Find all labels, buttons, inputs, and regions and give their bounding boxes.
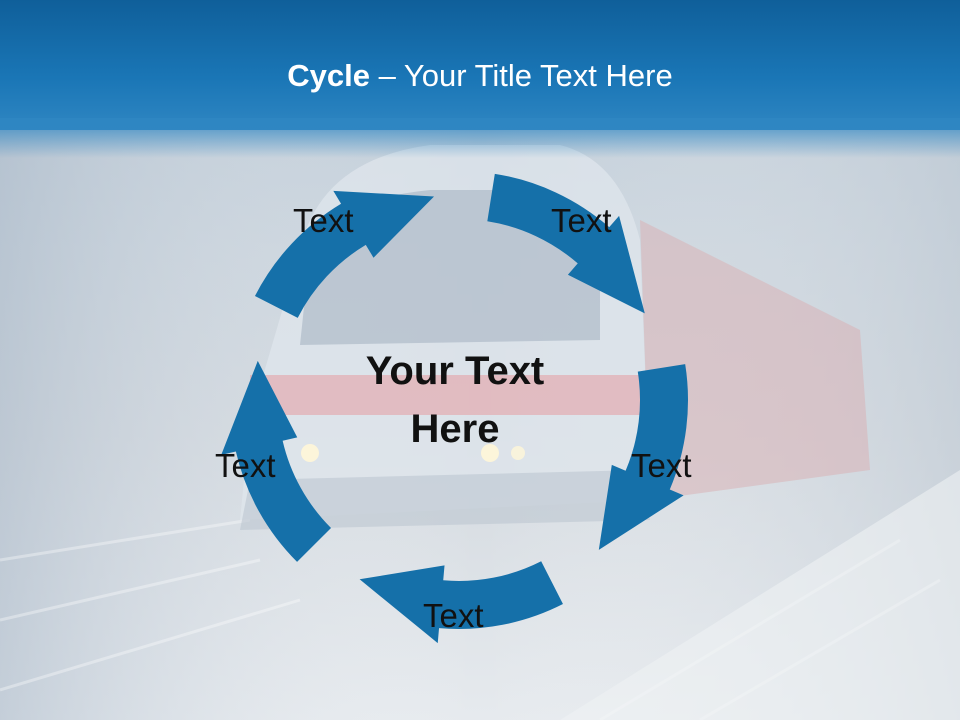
cycle-node-label: Text bbox=[551, 202, 612, 239]
cycle-arrow bbox=[598, 364, 688, 550]
slide-title: Cycle – Your Title Text Here bbox=[0, 56, 960, 96]
slide-title-bold: Cycle bbox=[287, 58, 370, 93]
cycle-arrow bbox=[221, 360, 332, 562]
slide-title-rest: – Your Title Text Here bbox=[370, 58, 673, 93]
center-text-line-2: Here bbox=[410, 407, 500, 451]
title-bar-fade bbox=[0, 118, 960, 158]
cycle-arrow bbox=[359, 561, 563, 644]
cycle-node-label: Text bbox=[423, 597, 484, 634]
cycle-node-label: Text bbox=[293, 202, 354, 239]
cycle-arrow bbox=[487, 173, 645, 314]
cycle-arrow bbox=[254, 190, 435, 318]
cycle-node-label: Text bbox=[215, 447, 276, 484]
cycle-node-label: Text bbox=[631, 447, 692, 484]
title-bar bbox=[0, 0, 960, 130]
center-text: Your Text Here bbox=[325, 342, 585, 458]
center-text-line-1: Your Text bbox=[365, 349, 545, 393]
